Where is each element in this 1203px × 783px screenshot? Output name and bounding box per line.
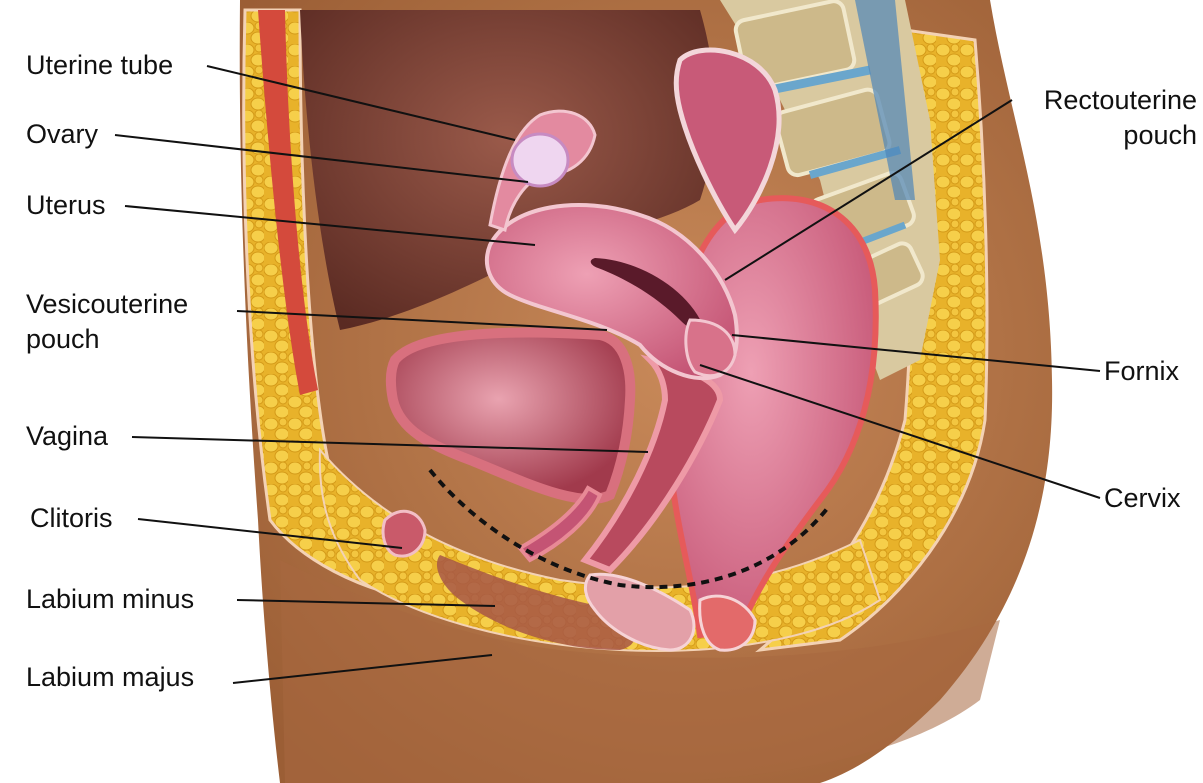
pelvic-floor-line — [428, 468, 832, 590]
uterine-cavity — [590, 258, 705, 332]
bladder — [385, 327, 636, 504]
label-cervix: Cervix — [1104, 483, 1181, 513]
labium-minus-shape — [436, 555, 635, 650]
clitoris-shape — [381, 509, 427, 558]
sigmoid-colon — [673, 47, 782, 235]
label-fornix: Fornix — [1104, 356, 1180, 386]
label-vesicouterine-line1: Vesicouterine — [26, 289, 189, 319]
anal-canal — [698, 594, 757, 652]
leader-labium-minus — [236, 599, 496, 607]
label-uterus: Uterus — [26, 190, 106, 220]
leader-ovary — [114, 134, 529, 183]
label-vagina: Vagina — [26, 421, 109, 451]
label-uterine-tube: Uterine tube — [26, 50, 174, 80]
label-labium-minus: Labium minus — [26, 584, 195, 614]
leader-rectouterine — [724, 99, 1013, 281]
label-rectouterine-line2: pouch — [1123, 120, 1197, 150]
leader-fornix — [731, 334, 1101, 372]
label-rectouterine-line1: Rectouterine — [1043, 85, 1197, 115]
rectus-muscle — [258, 10, 318, 395]
thigh-fold — [280, 560, 1000, 783]
leader-uterine-tube — [206, 65, 516, 141]
ovary-shape — [510, 132, 570, 188]
vagina-canal — [580, 354, 724, 574]
label-ovary: Ovary — [26, 119, 99, 149]
leader-labium-majus — [232, 654, 493, 684]
leader-clitoris — [137, 518, 403, 549]
label-clitoris: Clitoris — [30, 503, 113, 533]
leader-lines — [114, 65, 1101, 684]
leader-vesicouterine — [236, 310, 608, 331]
leader-uterus — [124, 205, 536, 246]
label-vesicouterine-line2: pouch — [26, 324, 100, 354]
label-labium-majus: Labium majus — [26, 662, 195, 692]
leader-cervix — [699, 364, 1101, 499]
leader-vagina — [131, 436, 649, 453]
